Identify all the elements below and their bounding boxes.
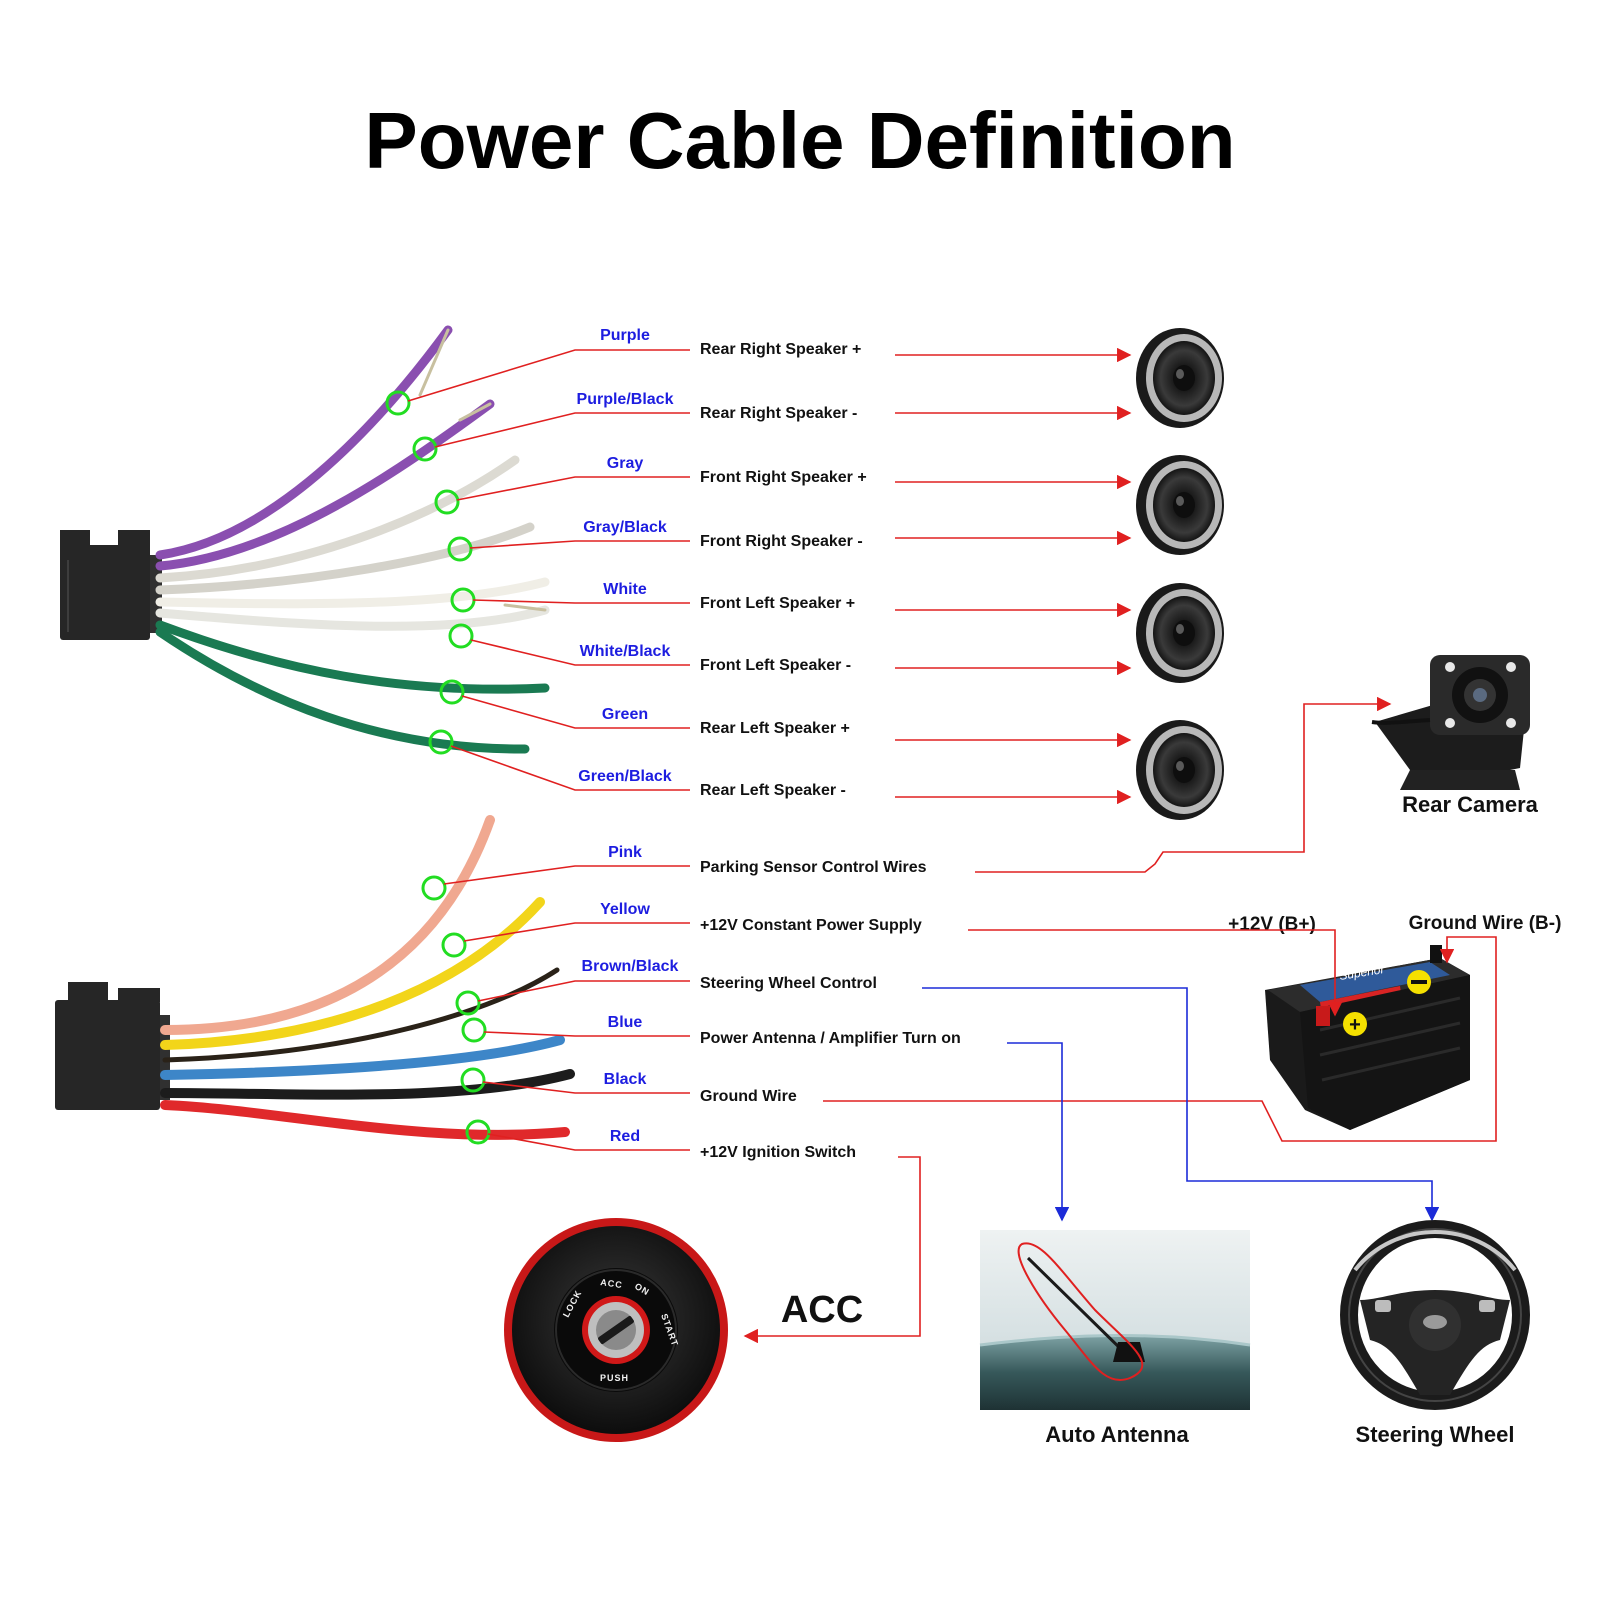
acc-label: ACC	[781, 1289, 863, 1331]
wire-color-labels: Purple Purple/Black Gray Gray/Black Whit…	[577, 327, 679, 1145]
antenna-route	[1007, 1042, 1070, 1222]
constant-power-route	[968, 929, 1343, 1017]
wire-label-blue: Blue	[608, 1014, 643, 1031]
wire-label-pink: Pink	[608, 844, 642, 861]
speaker-connector	[60, 530, 162, 640]
key-push-text: PUSH	[600, 1373, 629, 1383]
function-label-rear-right-neg: Rear Right Speaker -	[700, 405, 857, 422]
power-wires	[160, 815, 575, 1140]
wire-label-green-black: Green/Black	[578, 768, 671, 785]
battery-icon: Superior +	[1265, 945, 1470, 1130]
speaker-icon-front-left	[1136, 583, 1224, 683]
joint-markers	[385, 390, 491, 1145]
wire-label-yellow: Yellow	[600, 901, 650, 918]
key-acc-text: ACC	[600, 1277, 624, 1290]
function-label-rear-right-pos: Rear Right Speaker +	[700, 341, 861, 358]
function-label-rear-left-pos: Rear Left Speaker +	[700, 720, 850, 737]
function-label-front-right-pos: Front Right Speaker +	[700, 469, 867, 486]
auto-antenna-icon	[979, 1230, 1251, 1410]
speaker-icon-rear-right	[1136, 328, 1224, 428]
callout-lines	[407, 349, 690, 1151]
wire-label-gray-black: Gray/Black	[583, 519, 667, 536]
speaker-icon-front-right	[1136, 455, 1224, 555]
battery-positive-label: +12V (B+)	[1228, 914, 1316, 935]
wire-label-purple: Purple	[600, 327, 650, 344]
function-label-antenna-amp: Power Antenna / Amplifier Turn on	[700, 1030, 961, 1047]
ignition-switch-icon: LOCK ACC ON START PUSH	[504, 1218, 728, 1442]
steering-wheel-label: Steering Wheel	[1356, 1422, 1515, 1447]
function-label-front-left-neg: Front Left Speaker -	[700, 657, 851, 674]
battery-ground-label: Ground Wire (B-)	[1409, 913, 1562, 934]
function-label-ground: Ground Wire	[700, 1088, 797, 1105]
speaker-harness	[60, 325, 550, 754]
steering-control-route	[922, 987, 1440, 1222]
wire-label-green: Green	[602, 706, 648, 723]
function-label-constant-power: +12V Constant Power Supply	[700, 917, 922, 934]
function-label-ignition: +12V Ignition Switch	[700, 1144, 856, 1161]
speaker-icons	[1136, 328, 1224, 820]
speaker-wires	[155, 325, 550, 754]
wire-label-purple-black: Purple/Black	[577, 391, 674, 408]
speaker-arrows	[895, 347, 1132, 805]
rear-camera-icon	[1371, 655, 1530, 790]
parking-sensor-route	[975, 696, 1392, 873]
wire-label-white-black: White/Black	[580, 643, 671, 660]
power-connector	[55, 982, 170, 1110]
function-label-front-left-pos: Front Left Speaker +	[700, 595, 855, 612]
function-label-front-right-neg: Front Right Speaker -	[700, 533, 863, 550]
wire-label-gray: Gray	[607, 455, 644, 472]
auto-antenna-label: Auto Antenna	[1045, 1422, 1189, 1447]
steering-wheel-icon	[1340, 1220, 1530, 1410]
speaker-icon-rear-left	[1136, 720, 1224, 820]
wire-label-red: Red	[610, 1128, 640, 1145]
wire-function-labels: Rear Right Speaker + Rear Right Speaker …	[700, 341, 961, 1161]
wire-label-white: White	[603, 581, 647, 598]
page-title: Power Cable Definition	[364, 96, 1235, 185]
rear-camera-label: Rear Camera	[1402, 792, 1539, 817]
ground-wire-route	[823, 936, 1497, 1142]
svg-text:+: +	[1349, 1014, 1361, 1036]
function-label-rear-left-neg: Rear Left Speaker -	[700, 782, 846, 799]
power-harness	[55, 815, 575, 1140]
ignition-route	[743, 1156, 921, 1344]
wire-label-black: Black	[604, 1071, 647, 1088]
function-label-steering-control: Steering Wheel Control	[700, 975, 877, 992]
wire-label-brown-black: Brown/Black	[582, 958, 679, 975]
function-label-parking-sensor: Parking Sensor Control Wires	[700, 859, 927, 876]
